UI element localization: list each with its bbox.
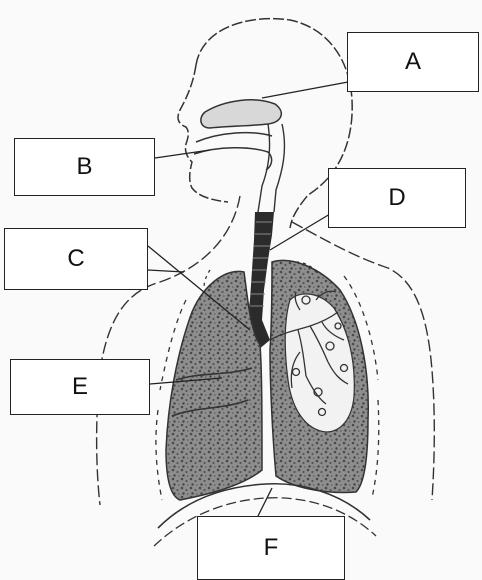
nasal-cavity (201, 100, 281, 128)
label-box-e: E (10, 359, 150, 415)
label-box-f: F (197, 516, 345, 580)
left-lung (166, 271, 262, 500)
leader-line-a (262, 82, 348, 98)
leader-line-b (155, 150, 210, 158)
label-box-b: B (14, 138, 155, 196)
label-c-text: C (67, 245, 84, 273)
leader-line-f (258, 488, 272, 516)
label-box-c: C (4, 228, 148, 290)
palate-line (196, 133, 272, 142)
leader-line-d (270, 214, 330, 250)
pharynx (258, 124, 284, 212)
label-box-d: D (328, 168, 466, 228)
label-f-text: F (264, 534, 279, 562)
label-d-text: D (388, 184, 405, 212)
label-e-text: E (72, 373, 88, 401)
label-a-text: A (405, 48, 421, 76)
face-profile (178, 65, 228, 202)
label-box-a: A (347, 32, 479, 92)
label-b-text: B (76, 153, 92, 181)
